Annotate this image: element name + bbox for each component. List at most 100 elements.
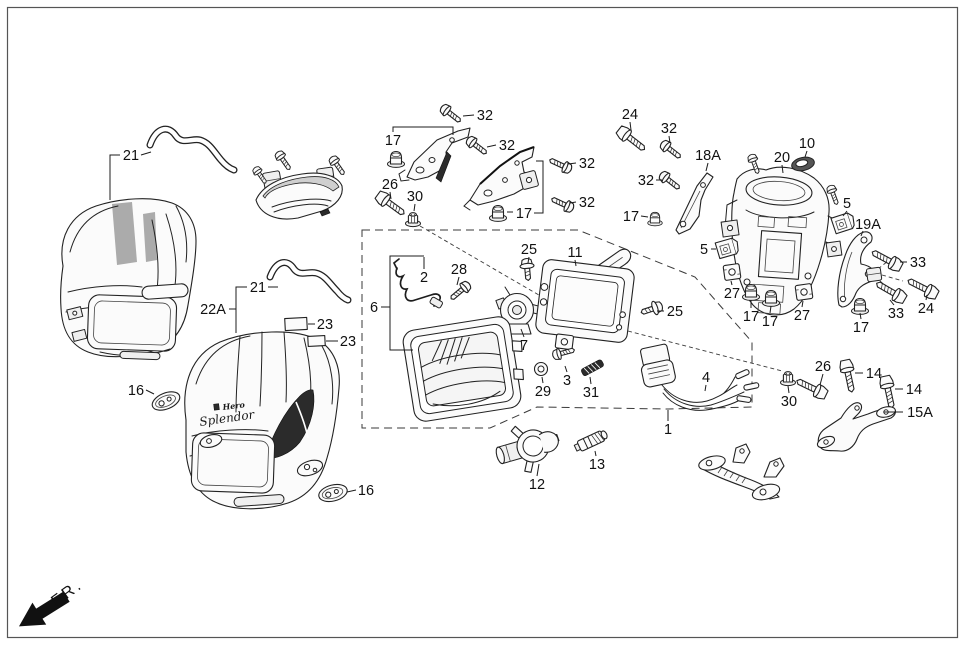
callout-14: 14 bbox=[866, 366, 882, 382]
leader-line-16 bbox=[145, 389, 155, 395]
part-screw-32d bbox=[548, 193, 577, 215]
callout-33: 33 bbox=[888, 306, 904, 322]
callout-5: 5 bbox=[843, 196, 851, 212]
part-visor-garnish bbox=[250, 148, 349, 220]
callout-13: 13 bbox=[589, 457, 605, 473]
callout-11: 11 bbox=[567, 245, 582, 261]
part-headlight-visor-2-splendor: Hero Splendor bbox=[184, 331, 340, 510]
callout-15A: 15A bbox=[907, 405, 933, 421]
callout-18A: 18A bbox=[695, 148, 721, 164]
part-headlight-case-20 bbox=[720, 166, 843, 316]
callout-5: 5 bbox=[700, 242, 708, 258]
callout-14: 14 bbox=[906, 382, 922, 398]
part-grommet-16a bbox=[149, 387, 183, 415]
part-screw-32f bbox=[656, 168, 684, 194]
callout-32: 32 bbox=[477, 108, 493, 124]
page-border bbox=[6, 6, 959, 639]
callout-23: 23 bbox=[317, 317, 333, 333]
part-headlight-stay-bottom bbox=[698, 443, 785, 501]
adjust-axis-dashed-line bbox=[419, 225, 545, 299]
leader-line-24 bbox=[629, 121, 632, 131]
part-setting-plate-27b bbox=[794, 282, 814, 302]
leader-line-33 bbox=[889, 299, 895, 306]
callout-30: 30 bbox=[781, 394, 797, 410]
callout-22A: 22A bbox=[200, 302, 226, 318]
part-screw-32e bbox=[657, 137, 685, 163]
callout-27: 27 bbox=[794, 308, 810, 324]
leader-line-16 bbox=[346, 489, 357, 493]
callout-26: 26 bbox=[815, 359, 831, 375]
part-headlight-bulb-12 bbox=[495, 425, 560, 473]
part-mount-rubber-17c bbox=[647, 211, 663, 227]
part-socket-harness-4 bbox=[639, 343, 760, 411]
callout-7: 7 bbox=[520, 338, 528, 354]
leader-line-32 bbox=[462, 114, 475, 117]
callout-31: 31 bbox=[583, 385, 599, 401]
part-bolt-26b bbox=[793, 374, 830, 402]
part-washer-29 bbox=[533, 361, 549, 377]
part-decal-chip-1 bbox=[284, 316, 308, 332]
callout-21: 21 bbox=[123, 148, 139, 164]
leader-line-7 bbox=[520, 328, 525, 338]
callout-32: 32 bbox=[499, 138, 515, 154]
leader-line-3 bbox=[564, 365, 568, 373]
part-mount-rubber-17f bbox=[850, 297, 870, 315]
part-headlight-lower-holder-15A bbox=[816, 402, 896, 452]
front-direction-indicator: FR. bbox=[18, 576, 86, 627]
part-pilot-bulb-13 bbox=[573, 430, 608, 452]
callout-17: 17 bbox=[762, 314, 778, 330]
leader-line-24 bbox=[925, 294, 928, 301]
leader-line-28 bbox=[456, 276, 460, 286]
part-bolt-26a bbox=[373, 188, 409, 220]
part-bolt-24b bbox=[904, 273, 941, 302]
callout-28: 28 bbox=[451, 262, 467, 278]
part-mount-rubber-17b bbox=[488, 204, 508, 222]
part-screw-28 bbox=[446, 278, 474, 304]
callout-26: 26 bbox=[382, 177, 398, 193]
callout-32: 32 bbox=[661, 121, 677, 137]
leader-line-10 bbox=[804, 150, 808, 158]
leader-line-4 bbox=[704, 384, 707, 392]
brand-logo-text: Hero bbox=[221, 399, 246, 412]
part-visor-beading-strip-2 bbox=[266, 259, 352, 304]
callout-16: 16 bbox=[128, 383, 144, 399]
part-screw-25b bbox=[638, 298, 665, 320]
part-screw-32b bbox=[463, 133, 491, 159]
leader-line-11 bbox=[574, 259, 577, 267]
part-grommet-16b bbox=[316, 481, 350, 505]
leader-line-17 bbox=[859, 312, 862, 320]
leader-line-26 bbox=[389, 191, 392, 200]
callout-17: 17 bbox=[853, 320, 869, 336]
leader-line-5 bbox=[842, 210, 848, 217]
leader-line-21 bbox=[109, 154, 120, 200]
callout-25: 25 bbox=[521, 242, 537, 258]
leader-line-17 bbox=[769, 305, 772, 314]
part-screw-32c bbox=[546, 154, 575, 176]
part-nut-30b bbox=[779, 371, 797, 387]
leader-line-21 bbox=[140, 151, 152, 156]
part-decal-chip-2 bbox=[307, 334, 326, 347]
callout-30: 30 bbox=[407, 189, 423, 205]
callout-29: 29 bbox=[535, 384, 551, 400]
part-setting-plate-27a bbox=[722, 262, 742, 282]
callout-17: 17 bbox=[623, 209, 639, 225]
callout-17: 17 bbox=[743, 309, 759, 325]
callout-2: 2 bbox=[420, 270, 428, 286]
callout-6: 6 bbox=[370, 300, 378, 316]
part-bolt-24a bbox=[614, 123, 650, 156]
part-adjust-stud-31 bbox=[581, 359, 604, 376]
part-headlight-visor-1 bbox=[60, 198, 197, 361]
leader-line-27 bbox=[730, 280, 733, 286]
callout-3: 3 bbox=[563, 373, 571, 389]
leader-line-30 bbox=[413, 203, 416, 212]
leader-line-26 bbox=[819, 373, 824, 386]
leader-line-27 bbox=[801, 300, 804, 308]
leader-line-17 bbox=[640, 215, 649, 218]
leader-line-12 bbox=[536, 463, 540, 477]
leader-line-31 bbox=[589, 376, 592, 385]
callout-17: 17 bbox=[385, 133, 401, 149]
callout-25: 25 bbox=[667, 304, 683, 320]
